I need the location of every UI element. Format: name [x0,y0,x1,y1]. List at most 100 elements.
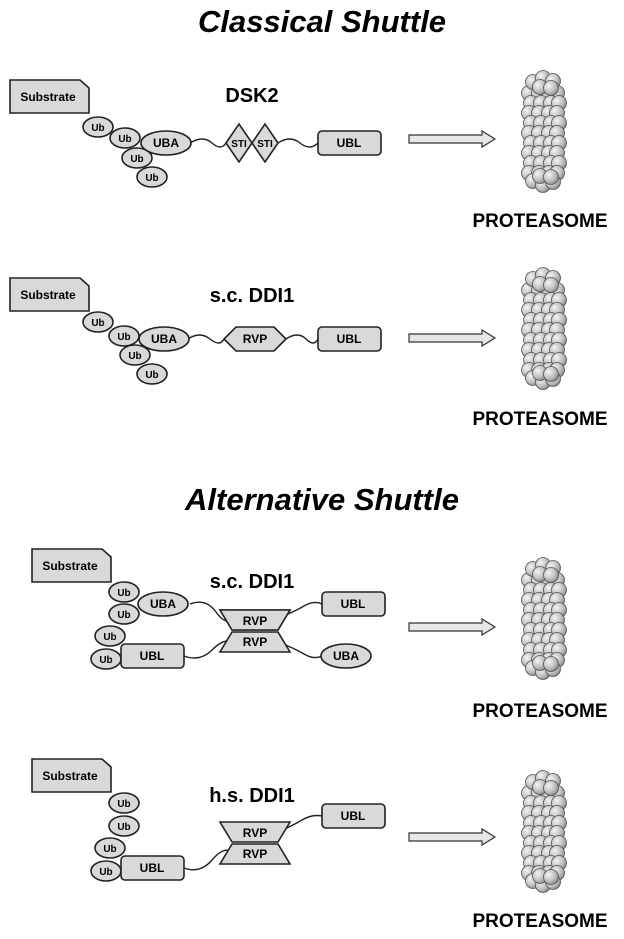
rvp-label: RVP [243,332,267,346]
proteasome-cap-subunit [543,567,559,583]
protein-name-hs-ddi1: h.s. DDI1 [209,785,295,807]
proteasome [521,70,567,193]
linker [277,138,319,148]
ub-label: Ub [99,655,112,666]
ub-label: Ub [145,173,158,184]
ub-label: Ub [99,867,112,878]
ubiquitin [82,311,114,333]
rvp-label: RVP [243,635,267,649]
ubiquitin [136,363,168,385]
substrate-label: Substrate [42,559,98,573]
ubl-label: UBL [337,136,362,150]
ub-label: Ub [91,318,104,329]
ubiquitin [109,127,141,149]
substrate-box [9,79,90,114]
section-title-alternative: Alternative Shuttle [184,482,459,517]
ubl-label: UBL [140,861,165,875]
ubl-domain [321,591,386,617]
row-sc-ddi1-classical: s.c. DDI1 Substrate Ub Ub Ub Ub UBA RVP … [9,267,608,430]
ubiquitin [108,581,140,603]
ubl-domain [120,643,185,669]
proteasome-cap-subunit [543,366,559,382]
sti-domain [251,122,279,164]
arrow [408,617,497,637]
substrate-box [9,277,90,312]
proteasome [521,557,567,680]
row-sc-ddi1-alternative: s.c. DDI1 Substrate Ub Ub Ub Ub UBA UBL … [31,548,608,722]
ubiquitin [94,837,126,859]
ubl-domain [321,803,386,829]
substrate-label: Substrate [42,769,98,783]
proteasome-cap-subunit [543,277,559,293]
row-hs-ddi1: h.s. DDI1 Substrate Ub Ub Ub Ub UBL RVP … [31,758,608,932]
row-dsk2: DSK2 Substrate Ub Ub Ub Ub UBA STI STI U… [9,70,608,232]
rvp-domain [218,821,292,843]
ub-label: Ub [130,154,143,165]
linker [189,138,227,148]
ub-label: Ub [117,588,130,599]
rvp-label: RVP [243,847,267,861]
ubl-domain [317,130,382,156]
substrate-box [31,758,112,793]
rvp-domain [222,326,288,352]
ubiquitin [108,603,140,625]
ub-label: Ub [103,844,116,855]
ubiquitin [108,792,140,814]
proteasome-label: PROTEASOME [472,911,607,932]
substrate-label: Substrate [20,288,76,302]
ubl-label: UBL [140,649,165,663]
protein-name-dsk2: DSK2 [225,85,278,107]
rvp-label: RVP [243,826,267,840]
ubiquitin [82,116,114,138]
ubl-domain [120,855,185,881]
substrate-box [31,548,112,583]
proteasome-label: PROTEASOME [472,211,607,232]
linker [187,334,225,344]
proteasome [521,267,567,390]
protein-name-sc-ddi1-alt: s.c. DDI1 [210,571,294,593]
ub-label: Ub [103,632,116,643]
uba-domain [138,326,190,352]
ubl-label: UBL [341,597,366,611]
rvp-domain [218,609,292,631]
proteasome [521,770,567,893]
ub-label: Ub [128,351,141,362]
uba-label: UBA [150,597,176,611]
ub-label: Ub [117,822,130,833]
arrow [408,129,497,149]
linker [183,849,233,871]
uba-label: UBA [153,136,179,150]
ub-label: Ub [117,610,130,621]
proteasome-cap-subunit [543,869,559,885]
ubiquitin [108,815,140,837]
proteasome-cap-subunit [543,80,559,96]
sti-label: STI [257,139,273,150]
ubiquitin [121,147,153,169]
uba-domain [320,643,372,669]
ub-label: Ub [145,370,158,381]
uba-domain [137,591,189,617]
section-title-classical: Classical Shuttle [198,4,446,39]
proteasome-label: PROTEASOME [472,701,607,722]
ubl-label: UBL [337,332,362,346]
sti-label: STI [231,139,247,150]
uba-domain [140,130,192,156]
rvp-domain [218,631,292,653]
linker [285,334,319,344]
arrow [408,328,497,348]
substrate-label: Substrate [20,90,76,104]
ub-label: Ub [117,332,130,343]
proteasome-cap-subunit [543,780,559,796]
rvp-domain [218,843,292,865]
ub-label: Ub [118,134,131,145]
rvp-label: RVP [243,614,267,628]
protein-name-sc-ddi1: s.c. DDI1 [210,285,294,307]
uba-label: UBA [151,332,177,346]
ubiquitin [94,625,126,647]
ub-label: Ub [91,123,104,134]
ubl-label: UBL [341,809,366,823]
uba-label: UBA [333,649,359,663]
ubiquitin [119,344,151,366]
ubl-domain [317,326,382,352]
